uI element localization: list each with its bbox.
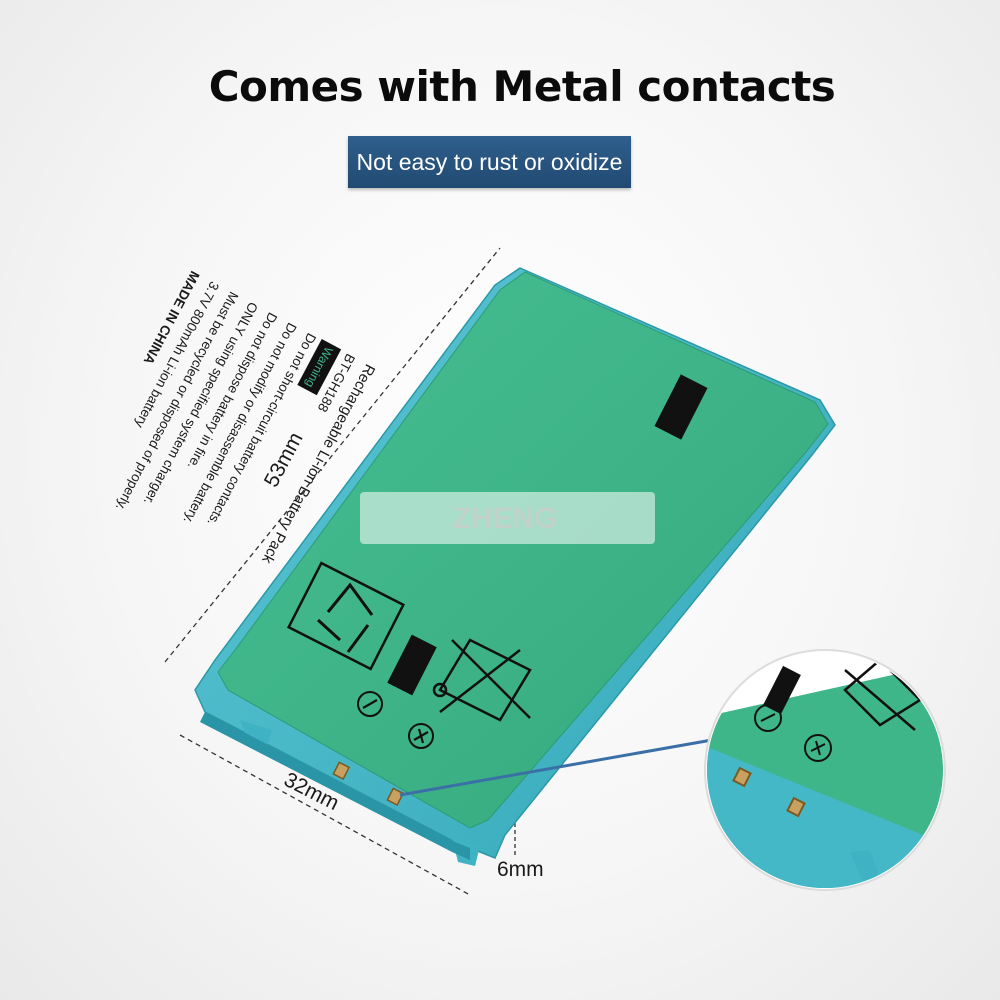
zoom-detail xyxy=(704,649,946,891)
minus-terminal-icon xyxy=(357,691,383,717)
watermark-text: ZHENG xyxy=(453,502,558,535)
recycle-icon xyxy=(286,561,406,671)
dim-line-length xyxy=(164,247,501,663)
plus-terminal-icon xyxy=(408,723,434,749)
headline-title: Comes with Metal contacts xyxy=(208,62,836,111)
watermark-band xyxy=(360,492,655,544)
callout-line xyxy=(399,738,713,797)
contact-minus xyxy=(332,761,351,780)
feature-badge: Not easy to rust or oxidize xyxy=(348,136,631,188)
contact-plus xyxy=(386,787,405,806)
dim-line-width xyxy=(179,734,471,896)
dimension-thickness-label: 6mm xyxy=(497,858,544,881)
battery-pack xyxy=(194,267,836,866)
crossed-bin-icon xyxy=(432,638,532,722)
